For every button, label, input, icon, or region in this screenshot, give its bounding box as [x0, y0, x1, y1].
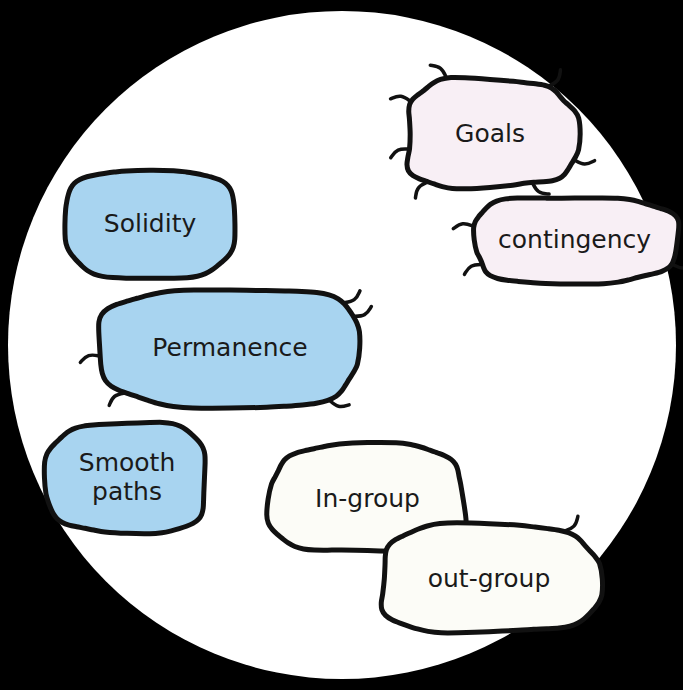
crack-whisker	[564, 516, 578, 531]
concept-blob: Permanence	[95, 284, 365, 412]
crack-whisker	[548, 70, 560, 87]
crack-whisker	[464, 264, 482, 274]
blob-shape	[474, 198, 679, 284]
crack-whisker	[415, 182, 428, 198]
blob-shape	[381, 523, 602, 633]
white-circle	[8, 11, 676, 679]
crack-whisker	[343, 291, 360, 303]
blob-shape	[99, 290, 360, 408]
blob-shape	[44, 422, 205, 533]
concept-label: Goals	[455, 120, 525, 149]
blob-shape	[65, 170, 235, 278]
concept-blob: Smooth paths	[42, 418, 212, 538]
concept-label: out-group	[428, 565, 551, 594]
crack-whisker	[672, 264, 683, 268]
crack-whisker	[329, 400, 349, 407]
crack-whisker	[532, 182, 549, 194]
crack-whisker	[391, 96, 411, 101]
concept-blob: Solidity	[60, 165, 240, 283]
concept-label: contingency	[498, 226, 651, 255]
concept-label: In-group	[315, 485, 420, 514]
crack-whisker	[80, 355, 100, 362]
crack-whisker	[453, 224, 473, 229]
crack-whisker	[353, 306, 371, 316]
crack-whisker	[109, 393, 125, 405]
concept-label: Smooth paths	[72, 449, 182, 507]
crack-whisker	[391, 149, 410, 158]
crack-whisker	[574, 160, 595, 164]
concept-blob: contingency	[468, 192, 681, 288]
crack-whisker	[430, 65, 446, 78]
concept-label: Solidity	[104, 210, 196, 239]
concept-blob: Goals	[400, 75, 580, 193]
concept-blob: out-group	[375, 520, 603, 638]
concept-label: Permanence	[152, 334, 307, 363]
blob-shape	[407, 77, 580, 188]
